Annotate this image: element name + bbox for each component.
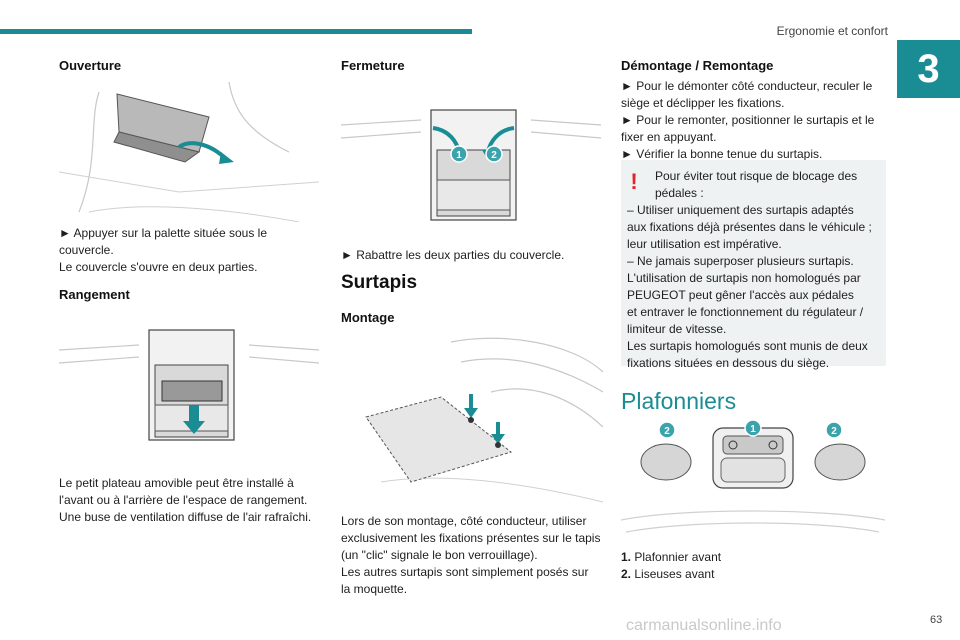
legend-label: Liseuses avant: [634, 567, 715, 581]
warning-line: leur utilisation est impérative.: [627, 237, 782, 251]
montage-heading: Montage: [341, 310, 395, 325]
rangement-illustration: [59, 329, 319, 441]
montage-line: Les autres surtapis sont simplement posé…: [341, 565, 589, 579]
montage-line: (un "clic" signale le bon verrouillage).: [341, 548, 538, 562]
legend-number: 2.: [621, 567, 632, 581]
warning-line: PEUGEOT peut gêner l'accès aux pédales: [627, 288, 854, 302]
demontage-instructions: ► Pour le démonter côté conducteur, recu…: [621, 78, 886, 163]
watermark: carmanualsonline.info: [626, 617, 782, 634]
legend-label: Plafonnier avant: [634, 550, 722, 564]
section-title: Ergonomie et confort: [776, 24, 888, 38]
montage-line: la moquette.: [341, 582, 408, 596]
plafonniers-illustration: 2 1 2: [621, 420, 885, 533]
demontage-line: ► Pour le remonter, positionner le surta…: [621, 113, 875, 127]
ouverture-illustration: [59, 82, 319, 222]
chapter-number-tab: 3: [897, 40, 960, 98]
callout-number: 1: [750, 424, 756, 435]
plafonniers-title: Plafonniers: [621, 388, 737, 414]
callout-badge: [658, 421, 676, 439]
ouverture-line: ► Appuyer sur la palette située sous le: [59, 226, 267, 240]
demontage-heading: Démontage / Remontage: [621, 58, 774, 73]
ouverture-instructions: ► Appuyer sur la palette située sous le …: [59, 225, 319, 276]
demontage-line: siège et déclipper les fixations.: [621, 96, 785, 110]
warning-line: fixations situées en dessous du siège.: [627, 356, 830, 370]
callout-badge: [450, 145, 468, 163]
surtapis-title: Surtapis: [341, 272, 418, 293]
callout-number: 1: [456, 150, 462, 161]
fermeture-illustration: 1 2: [341, 109, 601, 221]
callout-number: 2: [491, 150, 497, 161]
page-number: 63: [930, 614, 943, 626]
fermeture-heading: Fermeture: [341, 58, 405, 73]
rangement-heading: Rangement: [59, 287, 130, 302]
warning-line: – Utiliser uniquement des surtapis adapt…: [627, 203, 854, 217]
montage-line: exclusivement les fixations présentes su…: [341, 531, 601, 545]
fermeture-instruction: ► Rabattre les deux parties du couvercle…: [341, 248, 565, 262]
warning-line: Les surtapis homologués sont munis de de…: [627, 339, 868, 353]
demontage-line: fixer en appuyant.: [621, 130, 717, 144]
warning-line: limiteur de vitesse.: [627, 322, 727, 336]
rangement-text: Le petit plateau amovible peut être inst…: [59, 475, 321, 526]
rangement-line: Une buse de ventilation diffuse de l'air…: [59, 510, 312, 524]
warning-line: pédales :: [655, 186, 704, 200]
warning-line: aux fixations déjà présentes dans le véh…: [627, 220, 872, 234]
warning-text: Pour éviter tout risque de blocage des p…: [627, 168, 882, 372]
callout-number: 2: [831, 426, 837, 437]
callout-badge: [825, 421, 843, 439]
callout-badge: [744, 420, 762, 437]
ouverture-heading: Ouverture: [59, 58, 122, 73]
callout-badge: [485, 145, 503, 163]
plafonniers-legend: 1. Plafonnier avant 2. Liseuses avant: [621, 549, 886, 583]
ouverture-line: Le couvercle s'ouvre en deux parties.: [59, 260, 258, 274]
warning-line: Pour éviter tout risque de blocage des: [655, 169, 858, 183]
montage-line: Lors de son montage, côté conducteur, ut…: [341, 514, 587, 528]
warning-box: ! Pour éviter tout risque de blocage des…: [621, 160, 886, 370]
legend-number: 1.: [621, 550, 632, 564]
montage-text: Lors de son montage, côté conducteur, ut…: [341, 513, 603, 598]
callout-number: 2: [664, 426, 670, 437]
warning-line: et entraver le fonctionnement du régulat…: [627, 305, 864, 319]
rangement-line: l'avant ou à l'arrière de l'espace de ra…: [59, 493, 308, 507]
warning-exclamation-icon: !: [630, 169, 638, 194]
rangement-line: Le petit plateau amovible peut être inst…: [59, 476, 294, 490]
legend-item: 1. Plafonnier avant: [621, 549, 886, 566]
warning-line: – Ne jamais superposer plusieurs surtapi…: [627, 254, 854, 268]
ouverture-line: couvercle.: [59, 243, 114, 257]
header-accent-bar: [0, 29, 472, 34]
warning-line: L'utilisation de surtapis non homologués…: [627, 271, 861, 285]
montage-illustration: [365, 337, 603, 503]
demontage-line: ► Pour le démonter côté conducteur, recu…: [621, 79, 873, 93]
legend-item: 2. Liseuses avant: [621, 566, 886, 583]
demontage-line: ► Vérifier la bonne tenue du surtapis.: [621, 147, 823, 161]
